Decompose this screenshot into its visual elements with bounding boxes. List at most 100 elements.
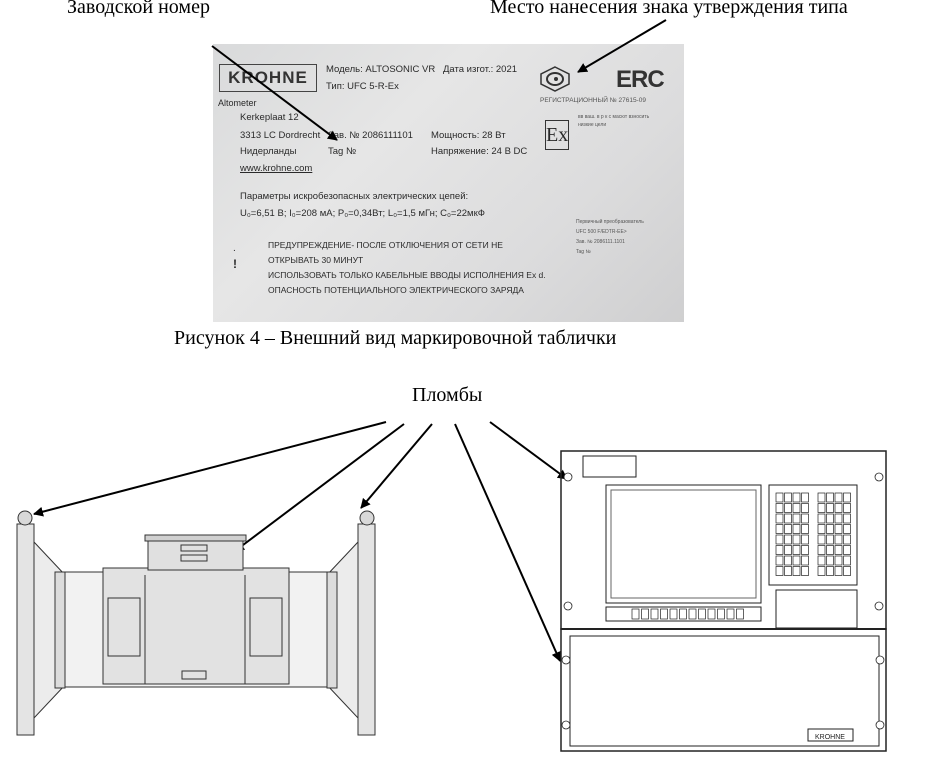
plate-params: U₀=6,51 В; I₀=208 мА; P₀=0,34Вт; L₀=1,5 … xyxy=(240,208,485,219)
keypad-key xyxy=(784,566,792,576)
keypad-key xyxy=(834,492,843,503)
keypad-key xyxy=(792,555,801,566)
plate-params-title: Параметры искробезопасных электрических … xyxy=(240,191,469,202)
arrow-type-approval xyxy=(577,19,667,73)
arrow-seal-4 xyxy=(454,423,561,662)
cabinet-brand-logo: KROHNE xyxy=(815,734,845,741)
cabinet-button xyxy=(688,608,697,620)
keypad-key xyxy=(792,534,801,545)
keypad-key xyxy=(834,555,843,566)
warning-exclamation-icon: ! xyxy=(233,257,237,271)
plate-manufactured: Дата изгот.: 2021 xyxy=(443,64,518,75)
keypad-key xyxy=(801,555,809,566)
keypad-key xyxy=(775,566,784,576)
keypad-key xyxy=(792,492,801,503)
keypad-key xyxy=(801,566,809,576)
keypad-key xyxy=(792,524,801,534)
keypad-key xyxy=(817,503,826,513)
screw-icon xyxy=(563,601,573,611)
keypad-key xyxy=(834,503,843,513)
keypad-key xyxy=(801,503,809,513)
keypad-key xyxy=(801,492,809,503)
keypad-key xyxy=(792,513,801,524)
cabinet-button xyxy=(707,608,716,620)
keypad-key xyxy=(775,513,784,524)
cabinet-screws xyxy=(561,472,885,730)
cabinet-button xyxy=(736,608,744,620)
screw-icon xyxy=(561,720,571,730)
keypad-key xyxy=(817,513,826,524)
keypad-key xyxy=(817,534,826,545)
plate-small-right4: Tag № xyxy=(576,249,591,255)
electronics-cabinet-drawing xyxy=(560,450,887,752)
figure-caption: Рисунок 4 – Внешний вид маркировочной та… xyxy=(174,327,617,349)
arrow-seal-1 xyxy=(33,421,387,517)
plate-product: Altometer xyxy=(218,98,257,108)
cabinet-keypad-grid xyxy=(775,492,851,576)
keypad-key xyxy=(834,524,843,534)
keypad-key xyxy=(801,534,809,545)
keypad-key xyxy=(775,503,784,513)
arrow-serial-number xyxy=(211,45,338,141)
plate-power: Мощность: 28 Вт xyxy=(431,130,506,141)
keypad-key xyxy=(792,503,801,513)
screw-icon xyxy=(874,472,884,482)
keypad-key xyxy=(817,524,826,534)
keypad-key xyxy=(784,555,792,566)
plate-country: Нидерланды xyxy=(240,146,297,157)
keypad-key xyxy=(784,534,792,545)
type-approval-mark-label: Место нанесения знака утверждения типа xyxy=(490,0,848,18)
flowmeter-drawing xyxy=(16,510,376,736)
plate-warning3: ИСПОЛЬЗОВАТЬ ТОЛЬКО КАБЕЛЬНЫЕ ВВОДЫ ИСПО… xyxy=(268,270,546,280)
cabinet-button xyxy=(660,608,668,620)
cabinet-button xyxy=(641,608,649,620)
nameplate-photo: KROHNE Altometer Модель: ALTOSONIC VR Да… xyxy=(213,44,684,322)
keypad-key xyxy=(843,513,851,524)
plate-model: Модель: ALTOSONIC VR xyxy=(326,64,436,75)
plate-small-right2: UFC 500 F/EDTR-EE> xyxy=(576,229,627,235)
cabinet-button xyxy=(669,608,678,620)
plate-warning4: ОПАСНОСТЬ ПОТЕНЦИАЛЬНОГО ЭЛЕКТРИЧЕСКОГО … xyxy=(268,285,524,295)
keypad-key xyxy=(843,503,851,513)
keypad-key xyxy=(784,503,792,513)
keypad-key xyxy=(817,555,826,566)
cabinet-button xyxy=(679,608,687,620)
keypad-key xyxy=(843,555,851,566)
keypad-key xyxy=(801,545,809,555)
plate-website: www.krohne.com xyxy=(240,163,313,174)
keypad-key xyxy=(784,513,792,524)
keypad-key xyxy=(784,524,792,534)
keypad-key xyxy=(775,545,784,555)
screw-icon xyxy=(563,472,573,482)
keypad-key xyxy=(843,545,851,555)
keypad-key xyxy=(817,566,826,576)
cabinet-button xyxy=(698,608,706,620)
keypad-key xyxy=(834,566,843,576)
keypad-key xyxy=(826,566,834,576)
keypad-key xyxy=(817,545,826,555)
plate-warning2: ОТКРЫВАТЬ 30 МИНУТ xyxy=(268,255,364,265)
keypad-key xyxy=(784,545,792,555)
keypad-key xyxy=(775,492,784,503)
keypad-key xyxy=(826,524,834,534)
plate-tag: Tag № xyxy=(328,146,357,157)
plate-address2: 3313 LC Dordrecht xyxy=(240,130,321,141)
keypad-key xyxy=(792,545,801,555)
keypad-key xyxy=(801,524,809,534)
screw-icon xyxy=(875,655,885,665)
serial-number-label: Заводской номер xyxy=(67,0,210,18)
type-approval-seal-icon xyxy=(540,66,570,92)
cabinet-button xyxy=(631,608,640,620)
keypad-key xyxy=(826,503,834,513)
keypad-key xyxy=(826,492,834,503)
plate-small-ex2: низкие цели xyxy=(578,122,607,128)
keypad-key xyxy=(784,492,792,503)
plate-registration: РЕГИСТРАЦИОННЫЙ № 27615-09 xyxy=(540,97,646,104)
plate-small-right3: Зав. № 2086111.1101 xyxy=(576,239,625,245)
keypad-key xyxy=(801,513,809,524)
keypad-key xyxy=(843,566,851,576)
arrow-seal-5 xyxy=(489,421,568,480)
cabinet-button-row xyxy=(631,608,744,620)
keypad-key xyxy=(843,524,851,534)
keypad-key xyxy=(843,534,851,545)
